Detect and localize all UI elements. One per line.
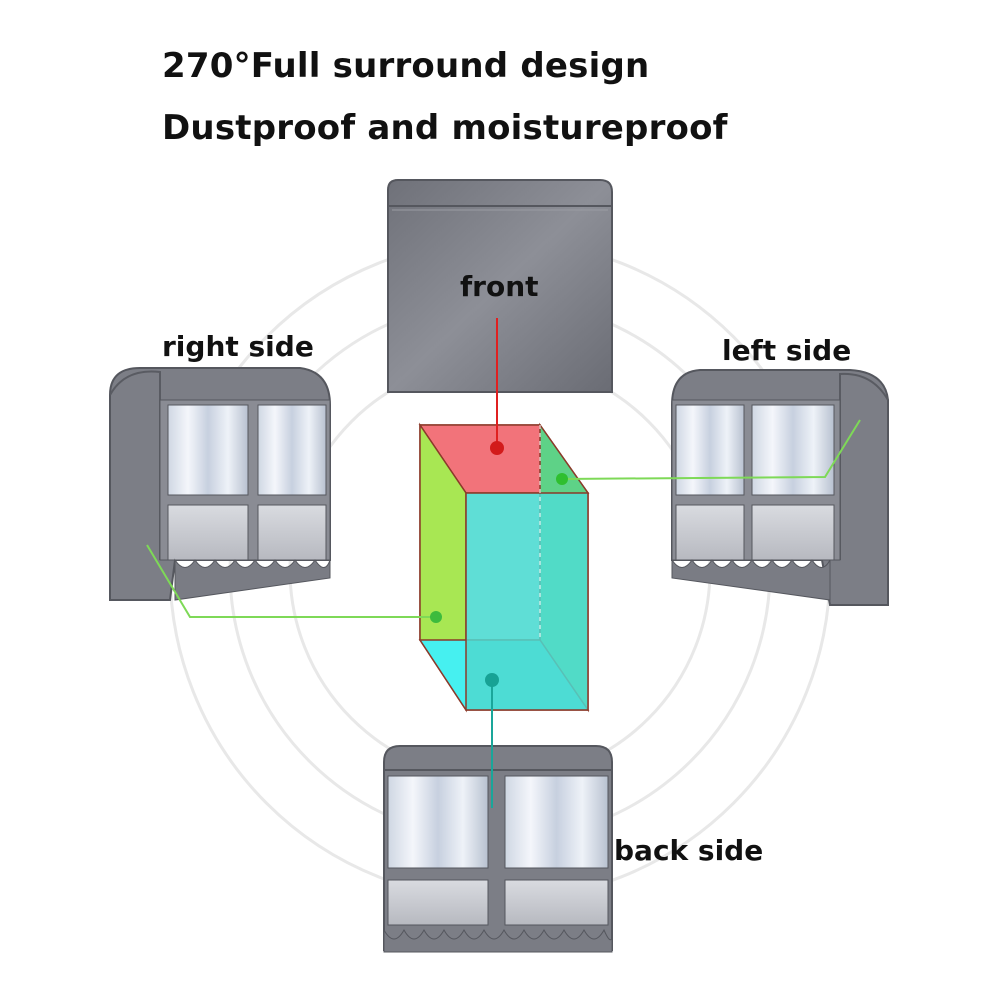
- front-cover-image: [387, 179, 613, 393]
- wireframe-box-icon: [418, 422, 590, 713]
- leader-right-side: [146, 544, 436, 618]
- dot-right-side: [430, 611, 442, 623]
- dot-left-side: [556, 473, 568, 485]
- label-left-side: left side: [722, 334, 852, 367]
- label-front: front: [460, 270, 539, 303]
- back-side-cover-image: [383, 745, 613, 953]
- headline-line-1: 270°Full surround design: [162, 46, 650, 86]
- dot-front: [490, 441, 504, 455]
- label-right-side: right side: [162, 330, 314, 363]
- box-front-face: [465, 492, 589, 711]
- dot-back-side: [485, 673, 499, 687]
- left-side-cover-image: [671, 369, 889, 606]
- leader-lines: [146, 318, 861, 808]
- label-back-side: back side: [614, 834, 764, 867]
- headline-line-2: Dustproof and moistureproof: [162, 108, 728, 148]
- leader-left-side: [561, 419, 861, 480]
- right-side-cover-image: [109, 367, 331, 601]
